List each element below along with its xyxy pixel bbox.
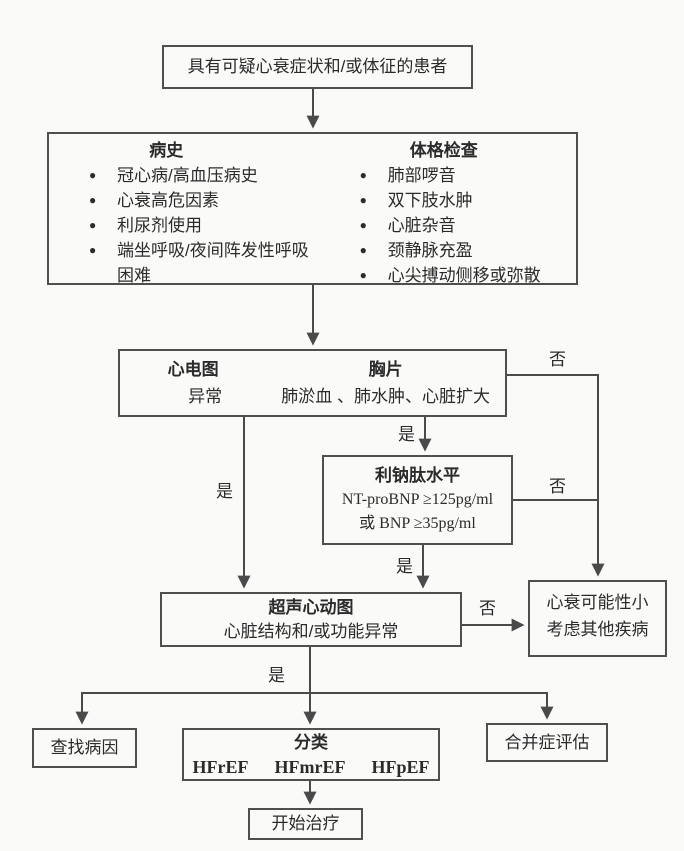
node-treatment: 开始治疗 xyxy=(248,808,363,840)
edge-label-yes-natriuretic: 是 xyxy=(396,557,413,576)
node-classification: 分类 HFrEF HFmrEF HFpEF xyxy=(182,728,440,781)
history-item-text: 端坐呼吸/夜间阵发性呼吸困难 xyxy=(117,241,309,285)
bullet-icon: ● xyxy=(359,193,367,207)
node-history-exam: 病史 ● 冠心病/高血压病史 ● 心衰高危因素 ● 利尿剂使用 ● 端坐呼吸/夜… xyxy=(47,132,578,285)
classification-title: 分类 xyxy=(294,732,328,752)
list-item: ● 肺部啰音 xyxy=(360,163,576,188)
bullet-icon: ● xyxy=(89,243,97,257)
natriuretic-title: 利钠肽水平 xyxy=(375,466,460,485)
echo-result: 心脏结构和/或功能异常 xyxy=(223,621,399,641)
list-item: ● 端坐呼吸/夜间阵发性呼吸困难 xyxy=(89,238,334,288)
node-start: 具有可疑心衰症状和/或体征的患者 xyxy=(162,45,473,89)
physical-exam-title: 体格检查 xyxy=(409,141,478,160)
edge-ecg-no-to-unlikely xyxy=(507,374,605,577)
start-text: 具有可疑心衰症状和/或体征的患者 xyxy=(187,57,448,76)
comorbidity-text: 合并症评估 xyxy=(504,732,590,752)
bullet-icon: ● xyxy=(359,243,367,257)
edge-label-yes-ecg-left: 是 xyxy=(216,482,233,501)
list-item: ● 利尿剂使用 xyxy=(89,213,334,238)
edge-label-no-natriuretic: 否 xyxy=(549,477,566,496)
hf-unlikely-line1: 心衰可能性小 xyxy=(546,593,649,612)
bullet-icon: ● xyxy=(89,168,97,182)
list-item: ● 心脏杂音 xyxy=(360,213,576,238)
natriuretic-criteria-1: NT-proBNP ≥125pg/ml xyxy=(341,491,494,508)
history-item-text: 心衰高危因素 xyxy=(117,191,219,210)
classification-types: HFrEF HFmrEF HFpEF xyxy=(193,755,430,779)
bullet-icon: ● xyxy=(359,168,367,182)
history-item-text: 冠心病/高血压病史 xyxy=(117,166,258,185)
exam-item-text: 双下肢水肿 xyxy=(387,191,473,210)
ecg-xray-grid: 心电图 胸片 异常 肺淤血 、肺水肿、心脏扩大 xyxy=(120,351,505,415)
node-echo: 超声心动图 心脏结构和/或功能异常 xyxy=(160,592,462,647)
echo-title: 超声心动图 xyxy=(268,597,354,617)
history-title: 病史 xyxy=(149,141,184,160)
edge-label-yes-ecg-right: 是 xyxy=(398,425,415,444)
list-item: ● 心衰高危因素 xyxy=(89,188,334,213)
xray-result: 肺淤血 、肺水肿、心脏扩大 xyxy=(281,387,490,406)
list-item: ● 冠心病/高血压病史 xyxy=(89,163,334,188)
edge-label-no-ecg: 否 xyxy=(549,350,566,369)
history-column: 病史 ● 冠心病/高血压病史 ● 心衰高危因素 ● 利尿剂使用 ● 端坐呼吸/夜… xyxy=(49,138,334,285)
ecg-result: 异常 xyxy=(188,387,223,406)
list-item: ● 双下肢水肿 xyxy=(360,188,576,213)
find-cause-text: 查找病因 xyxy=(50,738,119,757)
classification-type: HFrEF xyxy=(192,756,249,777)
ecg-title: 心电图 xyxy=(167,360,219,379)
edge-label-yes-echo: 是 xyxy=(268,666,285,685)
bullet-icon: ● xyxy=(89,218,97,232)
edge-label-no-echo: 否 xyxy=(479,599,496,618)
node-find-cause: 查找病因 xyxy=(32,728,137,768)
exam-item-text: 心尖搏动侧移或弥散 xyxy=(387,266,541,285)
exam-item-text: 肺部啰音 xyxy=(387,166,456,185)
exam-item-text: 心脏杂音 xyxy=(387,216,456,235)
classification-type: HFpEF xyxy=(371,756,430,777)
natriuretic-criteria-2: 或 BNP ≥35pg/ml xyxy=(359,515,476,532)
bullet-icon: ● xyxy=(359,218,367,232)
physical-exam-column: 体格检查 ● 肺部啰音 ● 双下肢水肿 ● 心脏杂音 ● 颈静脉充盈 ● 心尖搏… xyxy=(334,138,576,285)
exam-item-text: 颈静脉充盈 xyxy=(387,241,473,260)
hf-unlikely-line2: 考虑其他疾病 xyxy=(546,620,649,639)
treatment-text: 开始治疗 xyxy=(271,814,340,833)
history-item-text: 利尿剂使用 xyxy=(117,216,202,235)
list-item: ● 颈静脉充盈 xyxy=(360,238,576,263)
classification-type: HFmrEF xyxy=(274,756,346,777)
node-comorbidity: 合并症评估 xyxy=(486,723,608,762)
bullet-icon: ● xyxy=(89,193,97,207)
node-hf-unlikely: 心衰可能性小 考虑其他疾病 xyxy=(528,580,667,657)
bullet-icon: ● xyxy=(359,268,367,282)
list-item: ● 心尖搏动侧移或弥散 xyxy=(360,263,576,288)
node-ecg-xray: 心电图 胸片 异常 肺淤血 、肺水肿、心脏扩大 xyxy=(118,349,507,417)
node-natriuretic: 利钠肽水平 NT-proBNP ≥125pg/ml 或 BNP ≥35pg/ml xyxy=(322,455,513,545)
xray-title: 胸片 xyxy=(368,360,403,379)
